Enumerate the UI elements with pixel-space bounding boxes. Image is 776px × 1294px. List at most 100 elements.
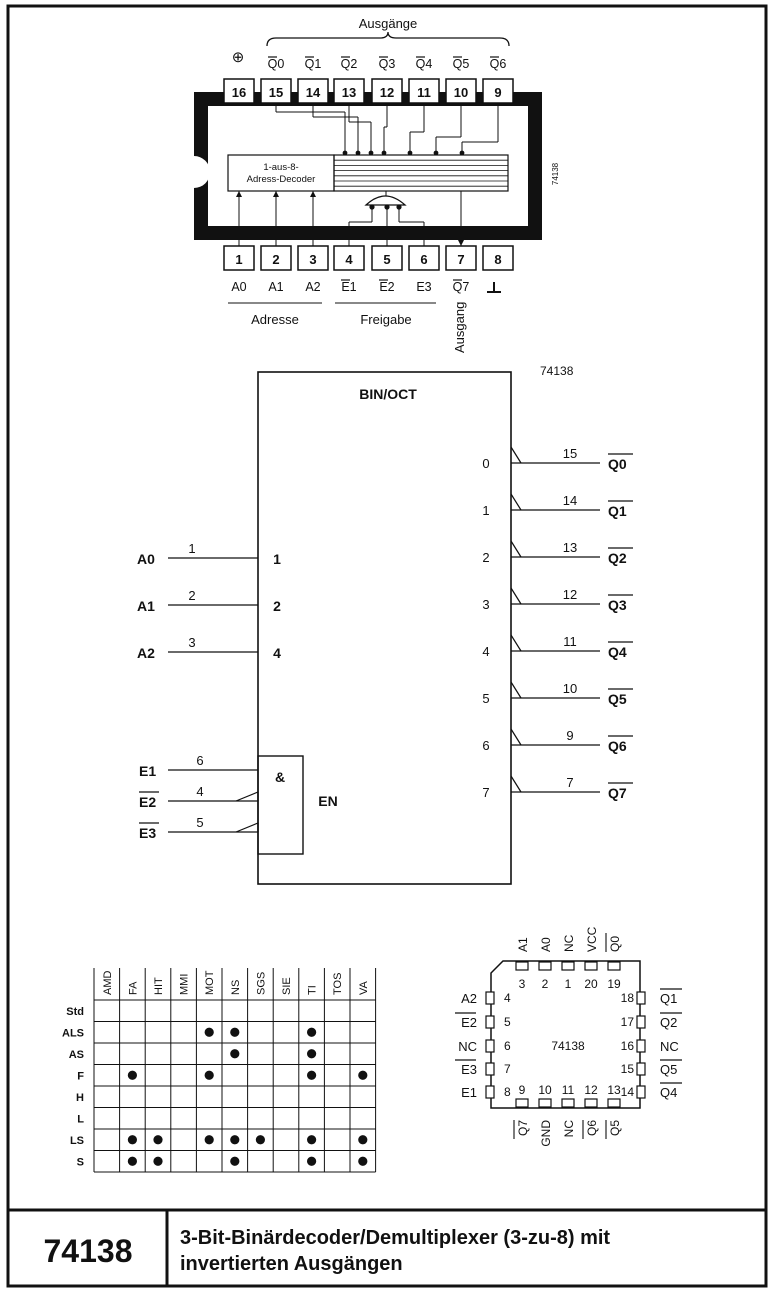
enable-input-pin: 5 (196, 815, 203, 830)
arrow (310, 191, 316, 197)
sheet-frame (6, 4, 768, 1288)
plcc-center-label: 74138 (551, 1039, 585, 1053)
plcc-pin-name: E3 (461, 1062, 477, 1077)
availability-dot (307, 1070, 317, 1080)
top-output-name: Q3 (379, 57, 396, 71)
output-name: Q6 (608, 738, 627, 754)
negation-indicator (510, 775, 522, 793)
plcc-pin-number: 17 (621, 1015, 635, 1029)
plcc-pin-name: Q5 (608, 1120, 622, 1136)
internal-wiring (236, 106, 499, 246)
plcc-pin-pad (485, 991, 495, 1005)
plcc-pin-name: Q2 (660, 1015, 677, 1030)
address-input-weight: 2 (273, 598, 281, 614)
plcc-pins: 3A12A01NC20VCC19Q09Q710GND11NC12Q613Q54A… (455, 926, 682, 1147)
dip-bottom-pin-number: 5 (383, 252, 390, 267)
junction-dot (355, 150, 361, 156)
negation-indicator (235, 822, 259, 833)
dip-top-pin (371, 78, 403, 104)
plcc-pin-name: Q7 (516, 1120, 530, 1136)
dip-top-pin (223, 78, 255, 104)
plcc-pin-name: Q5 (660, 1062, 677, 1077)
plcc-package-diagram: 74138 3A12A01NC20VCC19Q09Q710GND11NC12Q6… (455, 926, 682, 1147)
enable-input-name: E1 (139, 763, 156, 779)
address-input-weight: 1 (273, 551, 281, 567)
footer-title-line-1: 3-Bit-Binärdecoder/Demultiplexer (3-zu-8… (180, 1227, 610, 1249)
output-pin: 9 (566, 728, 573, 743)
plcc-pin-pad (584, 961, 598, 971)
output-index: 5 (482, 691, 489, 706)
availability-dot (230, 1135, 240, 1145)
bottom-pin-name: A1 (268, 280, 283, 294)
manufacturer-header: TI (307, 985, 319, 995)
plcc-pin-name: A0 (539, 937, 553, 952)
dip-bottom-pin (223, 245, 255, 271)
enable-label: Freigabe (360, 312, 411, 327)
bottom-pin-name: A0 (231, 280, 246, 294)
top-output-name: Q6 (490, 57, 507, 71)
address-input-name: A2 (137, 645, 155, 661)
plcc-pin-pad (636, 1062, 646, 1076)
plcc-pin-name: E2 (461, 1015, 477, 1030)
availability-dot (204, 1027, 214, 1037)
output-pin: 7 (566, 775, 573, 790)
dip-bottom-pin (445, 245, 477, 271)
plcc-pin-pad (538, 1098, 552, 1108)
availability-dot (204, 1070, 214, 1080)
inversion-dot (384, 204, 390, 210)
junction-dot (342, 150, 348, 156)
junction-dot (381, 150, 387, 156)
plcc-pin-pad (636, 1039, 646, 1053)
plcc-pin-number: 19 (607, 977, 621, 991)
plcc-pin-name: VCC (585, 926, 599, 952)
bottom-pin-name: E3 (416, 280, 431, 294)
dip-bottom-pin (333, 245, 365, 271)
plcc-pin-name: NC (562, 1120, 576, 1138)
dip-bottom-pin-number: 4 (345, 252, 353, 267)
enable-and-gate (364, 195, 407, 206)
dip-top-pin-number: 11 (417, 85, 431, 100)
output-pin: 10 (563, 681, 577, 696)
enable-input-pin: 4 (196, 784, 203, 799)
plcc-pin-number: 9 (519, 1083, 526, 1097)
dip-bottom-pin-number: 6 (420, 252, 427, 267)
output-index: 3 (482, 597, 489, 612)
plcc-pin-number: 15 (621, 1062, 635, 1076)
enable-subbox (257, 755, 304, 855)
plcc-pin-pad (561, 1098, 575, 1108)
arrow (236, 191, 242, 197)
dip-top-pin-number: 10 (454, 85, 468, 100)
bottom-pin-name: E2 (379, 280, 394, 294)
junction-dot (459, 150, 465, 156)
address-input-pin: 2 (188, 588, 195, 603)
dip-bottom-pin-number: 8 (494, 252, 501, 267)
dip-top-pin-number: 13 (342, 85, 356, 100)
address-input-pin: 1 (188, 541, 195, 556)
address-input-name: A1 (137, 598, 155, 614)
enable-input-name: E2 (139, 794, 156, 810)
output-name: Q2 (608, 550, 627, 566)
negation-indicator (510, 446, 522, 464)
availability-dot (358, 1135, 368, 1145)
manufacturer-header: SGS (255, 972, 267, 995)
plcc-pin-pad (636, 1085, 646, 1099)
output-name: Q3 (608, 597, 627, 613)
plcc-pin-pad (485, 1085, 495, 1099)
bottom-pin-name: Q7 (453, 280, 470, 294)
plcc-body (490, 960, 641, 1109)
availability-dot (307, 1049, 317, 1059)
dip-top-pin (297, 78, 329, 104)
plcc-pin-name: GND (539, 1120, 553, 1147)
buffer-dividers (334, 159, 508, 187)
manufacturer-header: SIE (281, 977, 293, 995)
dip-top-pin (445, 78, 477, 104)
family-label: AS (69, 1049, 84, 1061)
manufacturer-header: NS (230, 980, 242, 995)
negation-indicator (510, 634, 522, 652)
plcc-pin-pad (607, 961, 621, 971)
